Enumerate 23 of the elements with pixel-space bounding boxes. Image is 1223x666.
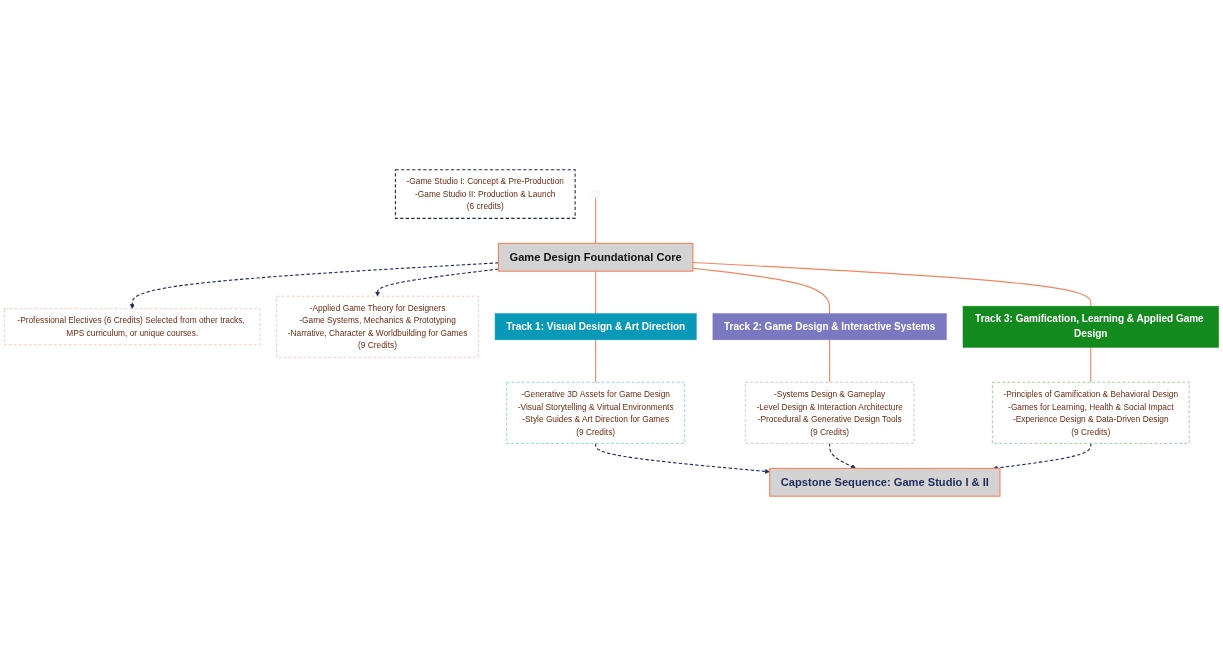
node-box <box>394 169 576 219</box>
connector <box>829 339 831 383</box>
node-box <box>962 305 1219 348</box>
arrow <box>595 442 770 474</box>
arrow <box>375 268 499 297</box>
connector <box>1090 346 1092 383</box>
connector <box>595 270 597 315</box>
node-box <box>712 313 947 341</box>
node-box <box>276 295 479 358</box>
node-box <box>769 467 1001 497</box>
arrow <box>993 442 1092 471</box>
connector <box>692 267 831 315</box>
node-box <box>494 313 697 341</box>
node-box <box>4 308 261 346</box>
node-box <box>506 382 685 444</box>
connector <box>692 261 1092 307</box>
node-box <box>745 382 915 444</box>
node-box <box>992 382 1190 444</box>
connector <box>595 197 597 244</box>
node-box <box>497 242 694 272</box>
arrow <box>829 442 856 469</box>
connector <box>595 339 597 383</box>
arrow <box>129 262 499 309</box>
